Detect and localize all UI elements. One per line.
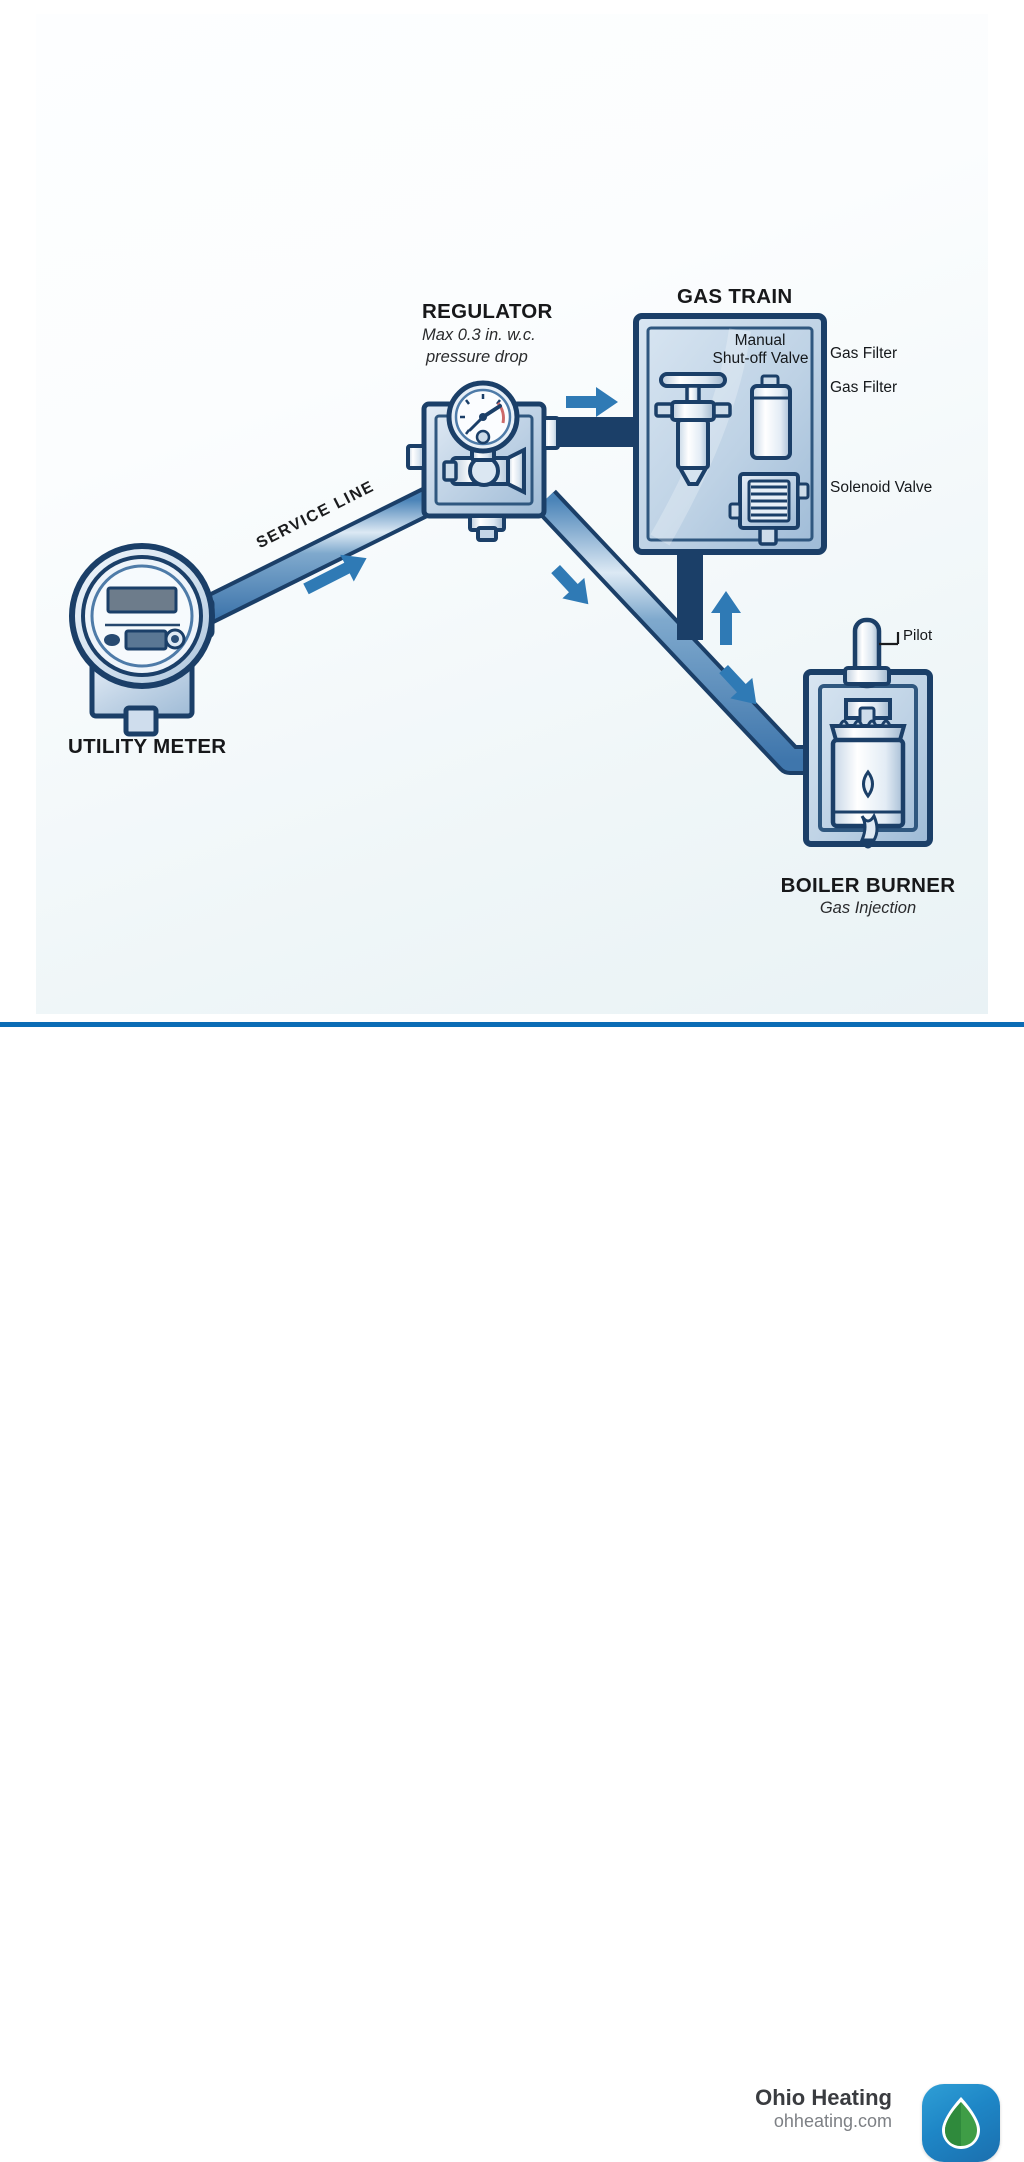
flow-arrow-up-gastrain [711,591,741,645]
manual-shutoff-valve-label-line-1: Manual [734,332,786,349]
regulator-note-line-2: pressure drop [426,348,528,366]
flow-arrow-to-gastrain [566,387,618,417]
regulator-note-line-1: Max 0.3 in. w.c. [422,326,536,344]
gas-train-enclosure [633,313,827,555]
regulator-title: REGULATOR [422,300,553,323]
brand-name: Ohio Heating [755,2085,892,2110]
footer-bar: Ohio Heating ohheating.com [0,1027,1024,2162]
regulator-assembly [406,380,560,542]
leaf-droplet-icon [942,2097,980,2149]
pipe-service-line [189,486,437,630]
solenoid-valve-icon [728,472,810,546]
utility-meter [69,543,215,737]
flow-arrow-down-to-burner [551,565,589,605]
gas-train-title: GAS TRAIN [677,285,793,308]
boiler-burner-title: BOILER BURNER [780,874,956,897]
pressure-gauge [446,380,520,454]
gas-filter-label-2: Gas Filter [830,379,898,396]
gas-filter-label-1: Gas Filter [830,345,898,362]
brand-url: ohheating.com [773,2111,892,2132]
footer-divider [0,1022,1024,1027]
solenoid-valve-label: Solenoid Valve [830,479,933,496]
utility-meter-label: UTILITY METER [68,735,227,758]
manual-shutoff-valve-label-line-2: Shut-off Valve [712,350,809,367]
boiler-burner-subtitle: Gas Injection [819,899,917,917]
flow-arrow-service-line [303,554,367,595]
manual-shutoff-valve-icon [654,372,732,486]
diagram-canvas: UTILITY METER SERVICE LINE REGULATOR Max… [0,14,1024,2162]
pilot-label: Pilot [903,627,933,644]
ohio-heating-logo [922,2084,1000,2162]
gas-piping-illustration [69,313,933,849]
gas-filter-icon [750,374,792,460]
flow-arrows [303,387,757,705]
flow-arrow-to-burner-2 [719,665,757,705]
brand-text-block: Ohio Heating ohheating.com [755,2085,892,2134]
boiler-burner [803,617,933,849]
